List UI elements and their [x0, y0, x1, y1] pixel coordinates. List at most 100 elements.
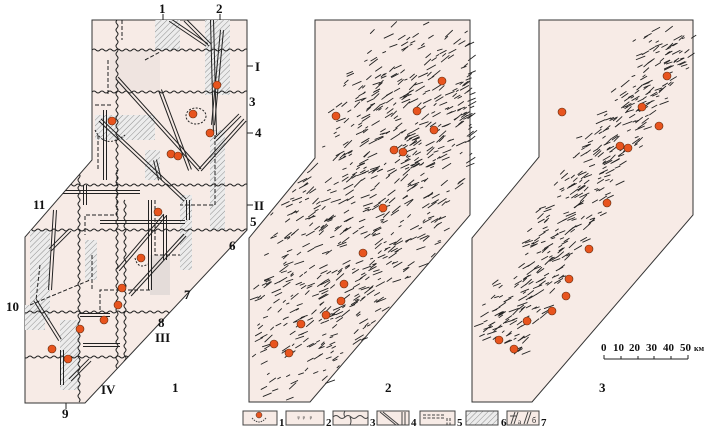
fault-dash [658, 85, 667, 94]
fault-dash [609, 116, 618, 121]
fault-dash [402, 168, 411, 176]
fault-dash [549, 255, 559, 262]
fault-dash [265, 281, 271, 286]
fault-dash [538, 231, 546, 237]
fault-dash [559, 187, 565, 191]
fault-dash [378, 79, 384, 86]
fault-dash [567, 213, 577, 219]
fault-dash [357, 124, 363, 129]
fault-dash [329, 341, 336, 346]
fault-dash [669, 81, 674, 87]
fault-line [185, 20, 212, 45]
fault-dash [521, 239, 531, 244]
deposit-dot [637, 102, 647, 112]
fault-dash [362, 128, 369, 134]
fault-dash [615, 116, 623, 123]
fault-dash [512, 317, 518, 321]
fault-dash [642, 74, 646, 78]
fault-dash [406, 185, 415, 192]
fault-dash [612, 158, 620, 163]
fault-dash [282, 299, 286, 303]
fault-dash [330, 333, 338, 337]
fault-dash [623, 95, 633, 102]
fault-dash [467, 97, 476, 102]
fault-dash [414, 151, 422, 156]
fault-dash [393, 127, 398, 132]
fault-dash [410, 127, 420, 134]
marker-7: 7 [184, 287, 191, 302]
fault-dash [295, 215, 304, 222]
fault-dash [394, 240, 404, 246]
fault-dash [604, 138, 612, 146]
fault-dash [394, 178, 400, 184]
fault-dash [673, 57, 680, 62]
fault-dash [408, 89, 415, 93]
fault-dash [414, 156, 420, 162]
fault-dash [360, 97, 367, 102]
fault-dash [685, 67, 690, 70]
fault-dash [336, 316, 344, 323]
fault-dash [469, 92, 476, 96]
fault-dash [572, 155, 577, 159]
fault-dash [525, 278, 533, 286]
fault-dash [368, 58, 379, 66]
fault-dash [369, 259, 376, 266]
deposit-dot [494, 335, 504, 345]
fault-dash [330, 317, 334, 320]
fault-dash [373, 299, 378, 303]
fault-dash [681, 37, 685, 40]
fault-dash [401, 46, 409, 51]
fault-dash [644, 32, 652, 38]
fault-dash [385, 97, 394, 104]
fault-dash [291, 189, 297, 193]
fault-dash [423, 193, 434, 199]
fault-dash [574, 192, 584, 199]
fault-dash [431, 84, 442, 91]
scale-bar: 0 10 20 30 40 50 км [601, 342, 705, 360]
fault-dash [393, 64, 402, 70]
fault-dash [468, 126, 473, 130]
fault-dash [254, 331, 263, 337]
fault-dash [340, 352, 344, 355]
fault-dash [351, 268, 356, 271]
fault-dash [314, 208, 319, 212]
fault-dash [413, 163, 421, 168]
fault-dash [424, 89, 431, 93]
fault-dash [363, 233, 371, 239]
fault-dash [338, 155, 347, 161]
legend-label-4: 4 [411, 417, 417, 429]
fault-dash [371, 120, 380, 126]
fault-dash [570, 174, 575, 179]
fault-dash [410, 74, 418, 81]
fault-dash [459, 81, 464, 86]
fault-dash [604, 192, 611, 196]
fault-dash [340, 309, 351, 317]
fault-dash [368, 169, 375, 174]
deposit-dot [654, 121, 664, 131]
fault-dash [374, 242, 382, 250]
fault-dash [438, 85, 445, 91]
fault-dash [400, 163, 410, 169]
fault-dash [465, 113, 473, 117]
fault-dash [460, 111, 470, 118]
fault-dash [302, 190, 307, 193]
fault-dash [366, 75, 372, 81]
fault-dash [661, 82, 669, 87]
fault-dash [622, 104, 629, 109]
fault-dash [664, 25, 674, 33]
fault-dash [619, 90, 627, 96]
fault-dash [325, 356, 332, 360]
fault-dash [362, 265, 372, 270]
fault-dash [517, 325, 523, 330]
fault-dash [542, 226, 548, 230]
fault-dash [333, 131, 337, 135]
fault-dash [310, 162, 319, 171]
fault-dash [430, 252, 436, 258]
fault-dash [347, 109, 352, 113]
fault-dash [274, 280, 281, 285]
fault-dash [467, 70, 476, 75]
fault-dash [366, 49, 372, 54]
fault-dash [616, 123, 620, 127]
fault-dash [356, 171, 367, 177]
fault-dash [433, 150, 439, 153]
